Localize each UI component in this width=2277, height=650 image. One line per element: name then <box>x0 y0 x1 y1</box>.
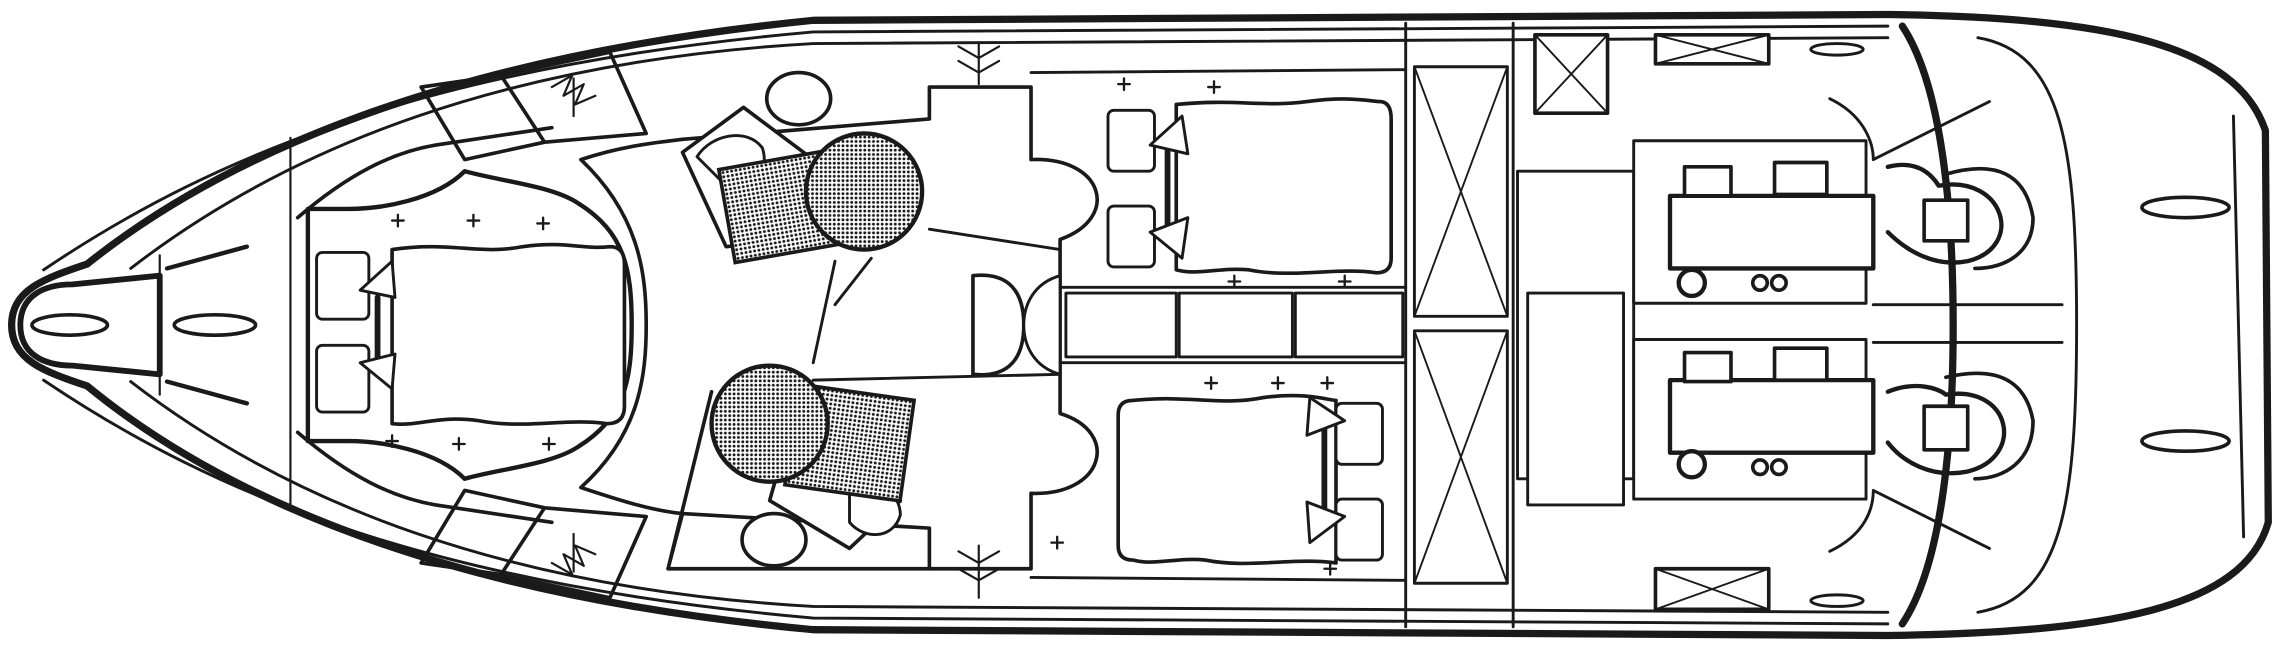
bow-logo-icon <box>550 42 1001 599</box>
cabins <box>1029 68 1408 582</box>
cabin-bed <box>1174 97 1393 276</box>
cleat-icon <box>2140 429 2231 454</box>
locker-icon <box>1653 33 1771 66</box>
cleat-icon <box>172 313 258 337</box>
hull <box>7 10 2272 640</box>
bow-pulpit <box>17 136 292 512</box>
hatch-icon <box>1412 329 1509 585</box>
seating-area <box>550 42 1062 599</box>
teak-deck <box>579 85 1099 571</box>
transom <box>1898 22 1957 628</box>
forward-bed <box>390 242 627 426</box>
engine-icon <box>1667 160 2035 299</box>
aft-deck <box>1404 21 1865 629</box>
hatch-icon <box>1533 33 1610 115</box>
table-icon <box>803 131 925 252</box>
swim-platform <box>1976 36 2079 614</box>
cabin-bed <box>1116 393 1338 566</box>
engine-room <box>1632 97 2231 553</box>
table-icon <box>709 363 830 484</box>
engine-icon <box>1667 346 2035 481</box>
forward-cockpit <box>295 50 1099 600</box>
locker-icon <box>1653 566 1771 612</box>
hatch-icon <box>1412 65 1509 318</box>
cleat-icon <box>30 313 110 337</box>
cleat-icon <box>2140 195 2231 220</box>
